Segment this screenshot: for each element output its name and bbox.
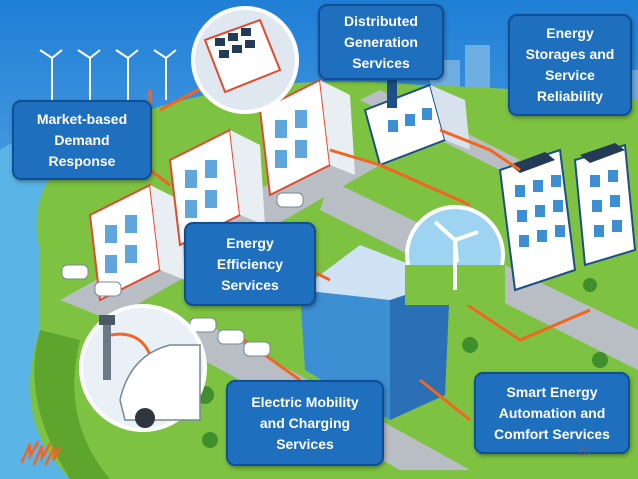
apartment-towers	[498, 143, 637, 292]
houses	[88, 78, 355, 302]
callout-line: Distributed	[344, 12, 418, 29]
callout-line: Services	[221, 276, 279, 293]
zoom-ev-charging	[79, 304, 207, 432]
callout-energy-storage: Energy Storages and Service Reliability	[508, 14, 632, 116]
electric-car-icon	[119, 344, 201, 428]
callout-line: Automation and	[498, 404, 606, 421]
page-number: 20	[578, 446, 591, 458]
callout-line: Generation	[344, 33, 418, 50]
callout-distributed-generation: Distributed Generation Services	[318, 4, 444, 80]
callout-line: Market-based	[36, 110, 128, 127]
callout-energy-efficiency: Energy Efficiency Services	[184, 222, 316, 306]
callout-line: Smart Energy	[506, 383, 598, 400]
callout-demand-response: Market-based Demand Response	[12, 100, 152, 180]
callout-line: Energy	[226, 234, 274, 251]
callout-line: Services	[352, 54, 410, 71]
callout-line: Response	[48, 152, 116, 169]
parked-cars	[61, 192, 304, 357]
callout-line: Services	[276, 435, 334, 452]
logo-icon	[20, 440, 62, 466]
zoom-solar-roof	[191, 6, 299, 114]
callout-line: Comfort Services	[494, 425, 610, 442]
callout-line: Storages and	[525, 46, 615, 62]
wind-turbine-icon	[39, 49, 177, 100]
callout-line: Electric Mobility	[251, 393, 359, 410]
zoom-wind-turbine	[405, 205, 505, 305]
callout-electric-mobility: Electric Mobility and Charging Services	[226, 380, 384, 466]
charging-station-icon	[99, 315, 152, 380]
callout-line: and Charging	[259, 414, 351, 431]
factory-icon	[363, 78, 470, 167]
callout-line: Demand	[54, 131, 110, 148]
callout-smart-automation: Smart Energy Automation and Comfort Serv…	[474, 372, 630, 454]
callout-line: Energy	[546, 25, 594, 41]
grass-shade	[34, 330, 110, 479]
callout-line: Reliability	[536, 88, 604, 104]
trees	[196, 278, 608, 448]
callout-line: Service	[545, 67, 595, 83]
solar-panel-icon	[510, 143, 625, 173]
callout-line: Efficiency	[216, 255, 284, 272]
